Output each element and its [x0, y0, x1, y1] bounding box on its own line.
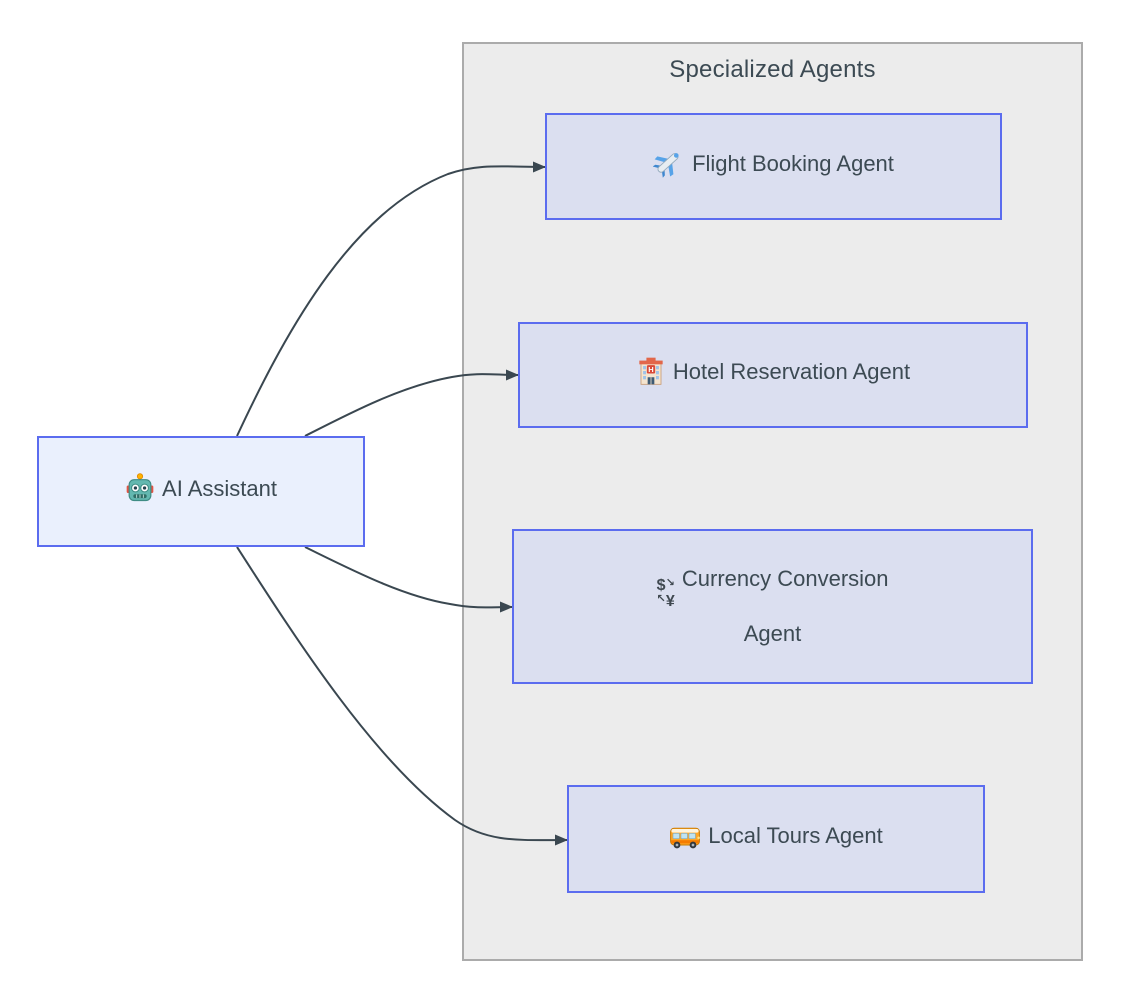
node-label: Flight Booking Agent [692, 151, 894, 176]
airplane-icon [653, 146, 685, 187]
bus-icon [669, 824, 701, 859]
node-flight-booking-agent: Flight Booking Agent [545, 113, 1002, 220]
yen-glyph: ¥ [665, 593, 675, 611]
hotel-icon: H [636, 356, 666, 395]
node-label: Local Tours Agent [708, 823, 883, 848]
cluster-title: Specialized Agents [669, 56, 876, 83]
node-currency-label: $↘ ↖¥ Currency Conversion Agent [643, 555, 903, 657]
dollar-glyph: $ [656, 577, 666, 595]
node-label: Currency Conversion Agent [681, 566, 889, 647]
arrow-down-right-glyph: ↘ [665, 577, 675, 590]
currency-exchange-icon: $↘ ↖¥ [656, 578, 674, 610]
node-label: Hotel Reservation Agent [672, 359, 911, 384]
node-flight-label: Flight Booking Agent [653, 146, 894, 187]
node-label: AI Assistant [162, 475, 277, 501]
node-ai-assistant-label: AI Assistant [125, 472, 277, 512]
arrow-up-left-glyph: ↖ [656, 593, 666, 606]
robot-icon [125, 472, 155, 512]
node-tours-label: Local Tours Agent [669, 819, 883, 859]
node-currency-conversion-agent: $↘ ↖¥ Currency Conversion Agent [512, 529, 1033, 684]
node-hotel-reservation-agent: H Hotel Reservation Agent [518, 322, 1028, 428]
svg-text:H: H [648, 365, 653, 374]
node-ai-assistant: AI Assistant [37, 436, 365, 547]
node-local-tours-agent: Local Tours Agent [567, 785, 985, 893]
node-hotel-label: H Hotel Reservation Agent [636, 355, 910, 395]
